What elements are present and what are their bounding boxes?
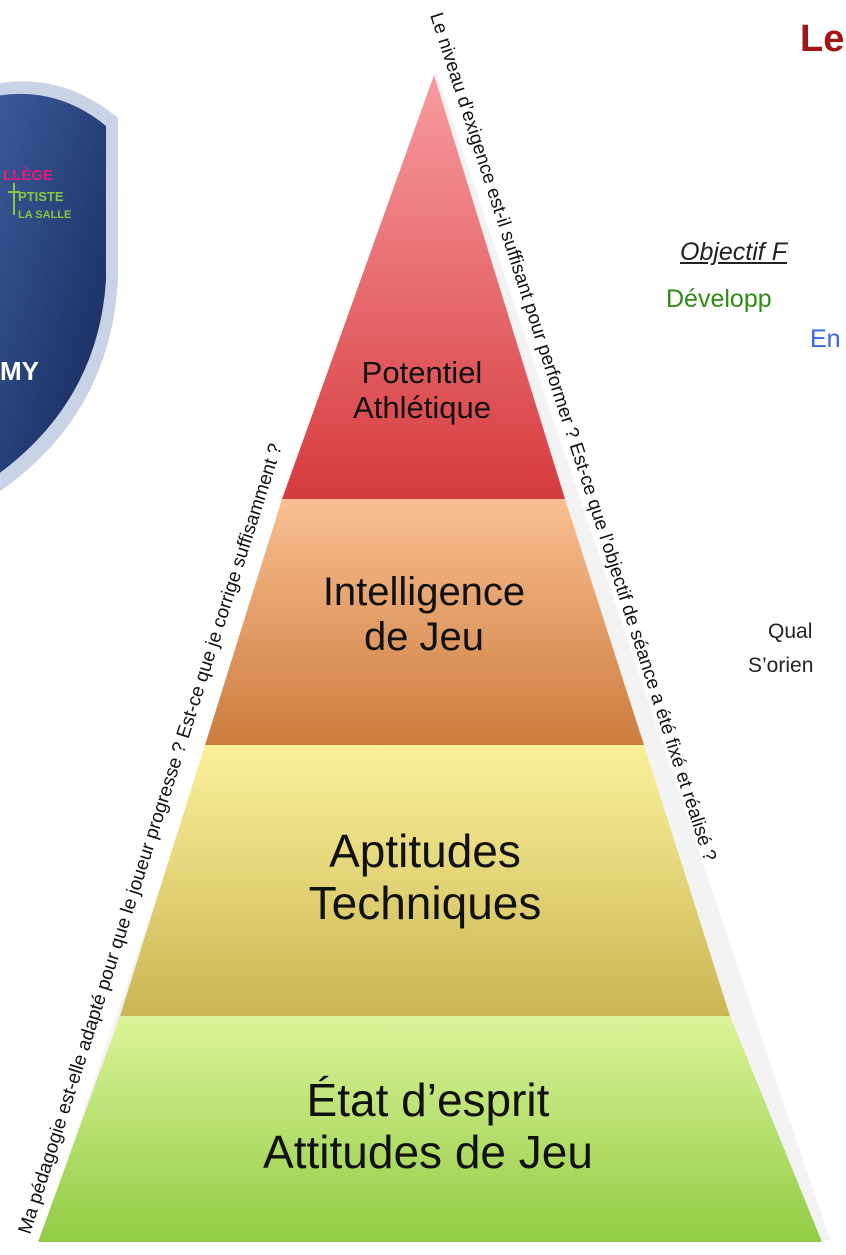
tier-etat-line1: État d’esprit xyxy=(306,1074,550,1126)
qual-text: Qual xyxy=(768,620,813,643)
tier-aptitudes-shape xyxy=(120,745,730,1016)
badge-line-3: LA SALLE xyxy=(18,209,71,221)
tier-potentiel-line2: Athlétique xyxy=(353,389,491,425)
objectif-label: Objectif F xyxy=(680,238,787,266)
tier-intelligence-line1: Intelligence xyxy=(322,570,526,614)
badge-line-1: LLÈGE xyxy=(3,167,53,184)
tier-intelligence-shape xyxy=(205,499,644,745)
page-title: Le xyxy=(800,18,845,60)
tier-label-aptitudes: Aptitudes Techniques xyxy=(308,825,542,929)
tier-intelligence-line2: de Jeu xyxy=(363,614,485,659)
tier-aptitudes-line1: Aptitudes xyxy=(329,825,521,877)
orien-text: S’orien xyxy=(748,654,814,677)
tier-etat-shape xyxy=(38,1016,822,1242)
tier-potentiel-line1: Potentiel xyxy=(361,355,483,390)
badge-line-4: MY xyxy=(0,356,39,386)
tier-aptitudes-line2: Techniques xyxy=(308,876,542,929)
en-text: En xyxy=(810,325,841,353)
tier-label-intelligence: Intelligence de Jeu xyxy=(323,570,525,660)
shield-emblem: LLÈGE PTISTE LA SALLE MY xyxy=(0,81,118,492)
badge-line-2: PTISTE xyxy=(18,189,64,204)
tier-potentiel-shape xyxy=(282,75,565,499)
tier-etat-line2: Attitudes de Jeu xyxy=(263,1125,593,1178)
developpement-text: Développ xyxy=(666,285,772,313)
tier-label-etat: État d’esprit Attitudes de Jeu xyxy=(263,1074,593,1178)
tier-label-potentiel: Potentiel Athlétique xyxy=(353,355,491,425)
